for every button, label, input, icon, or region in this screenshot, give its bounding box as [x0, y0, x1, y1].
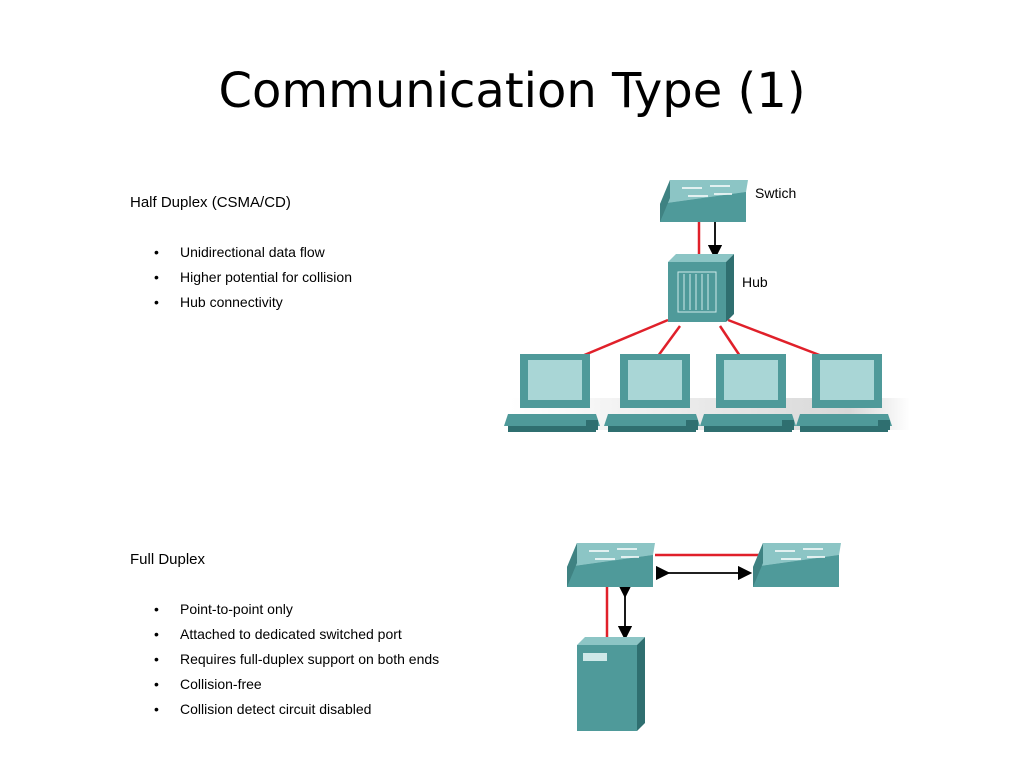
hub-icon: [668, 254, 734, 322]
half-duplex-bullet-list: Unidirectional data flow Higher potentia…: [154, 240, 474, 315]
slide-title: Communication Type (1): [218, 63, 806, 119]
switch-icon: [753, 543, 841, 587]
bullet-item: Unidirectional data flow: [154, 240, 474, 265]
half-duplex-heading: Half Duplex (CSMA/CD): [130, 194, 291, 211]
bullet-item: Requires full-duplex support on both end…: [154, 647, 464, 672]
bullet-item: Attached to dedicated switched port: [154, 622, 464, 647]
bullet-item: Hub connectivity: [154, 290, 474, 315]
full-duplex-heading: Full Duplex: [130, 551, 206, 568]
full-duplex-diagram: [567, 543, 841, 731]
bullet-item: Higher potential for collision: [154, 265, 474, 290]
switch-icon: [567, 543, 655, 587]
hub-label: Hub: [742, 274, 768, 290]
half-duplex-diagram: [504, 180, 910, 432]
full-duplex-links: [605, 553, 767, 645]
switch-label: Swtich: [755, 185, 797, 201]
bullet-item: Point-to-point only: [154, 597, 464, 622]
computer-icon: [700, 354, 796, 432]
switch-icon: [660, 180, 748, 222]
full-duplex-bullet-list: Point-to-point only Attached to dedicate…: [154, 597, 464, 722]
half-duplex-links: [581, 222, 823, 358]
computer-icon: [604, 354, 700, 432]
bullet-item: Collision detect circuit disabled: [154, 697, 464, 722]
computer-icon: [504, 354, 600, 432]
computer-icon: [796, 354, 892, 432]
server-icon: [577, 637, 645, 731]
bullet-item: Collision-free: [154, 672, 464, 697]
